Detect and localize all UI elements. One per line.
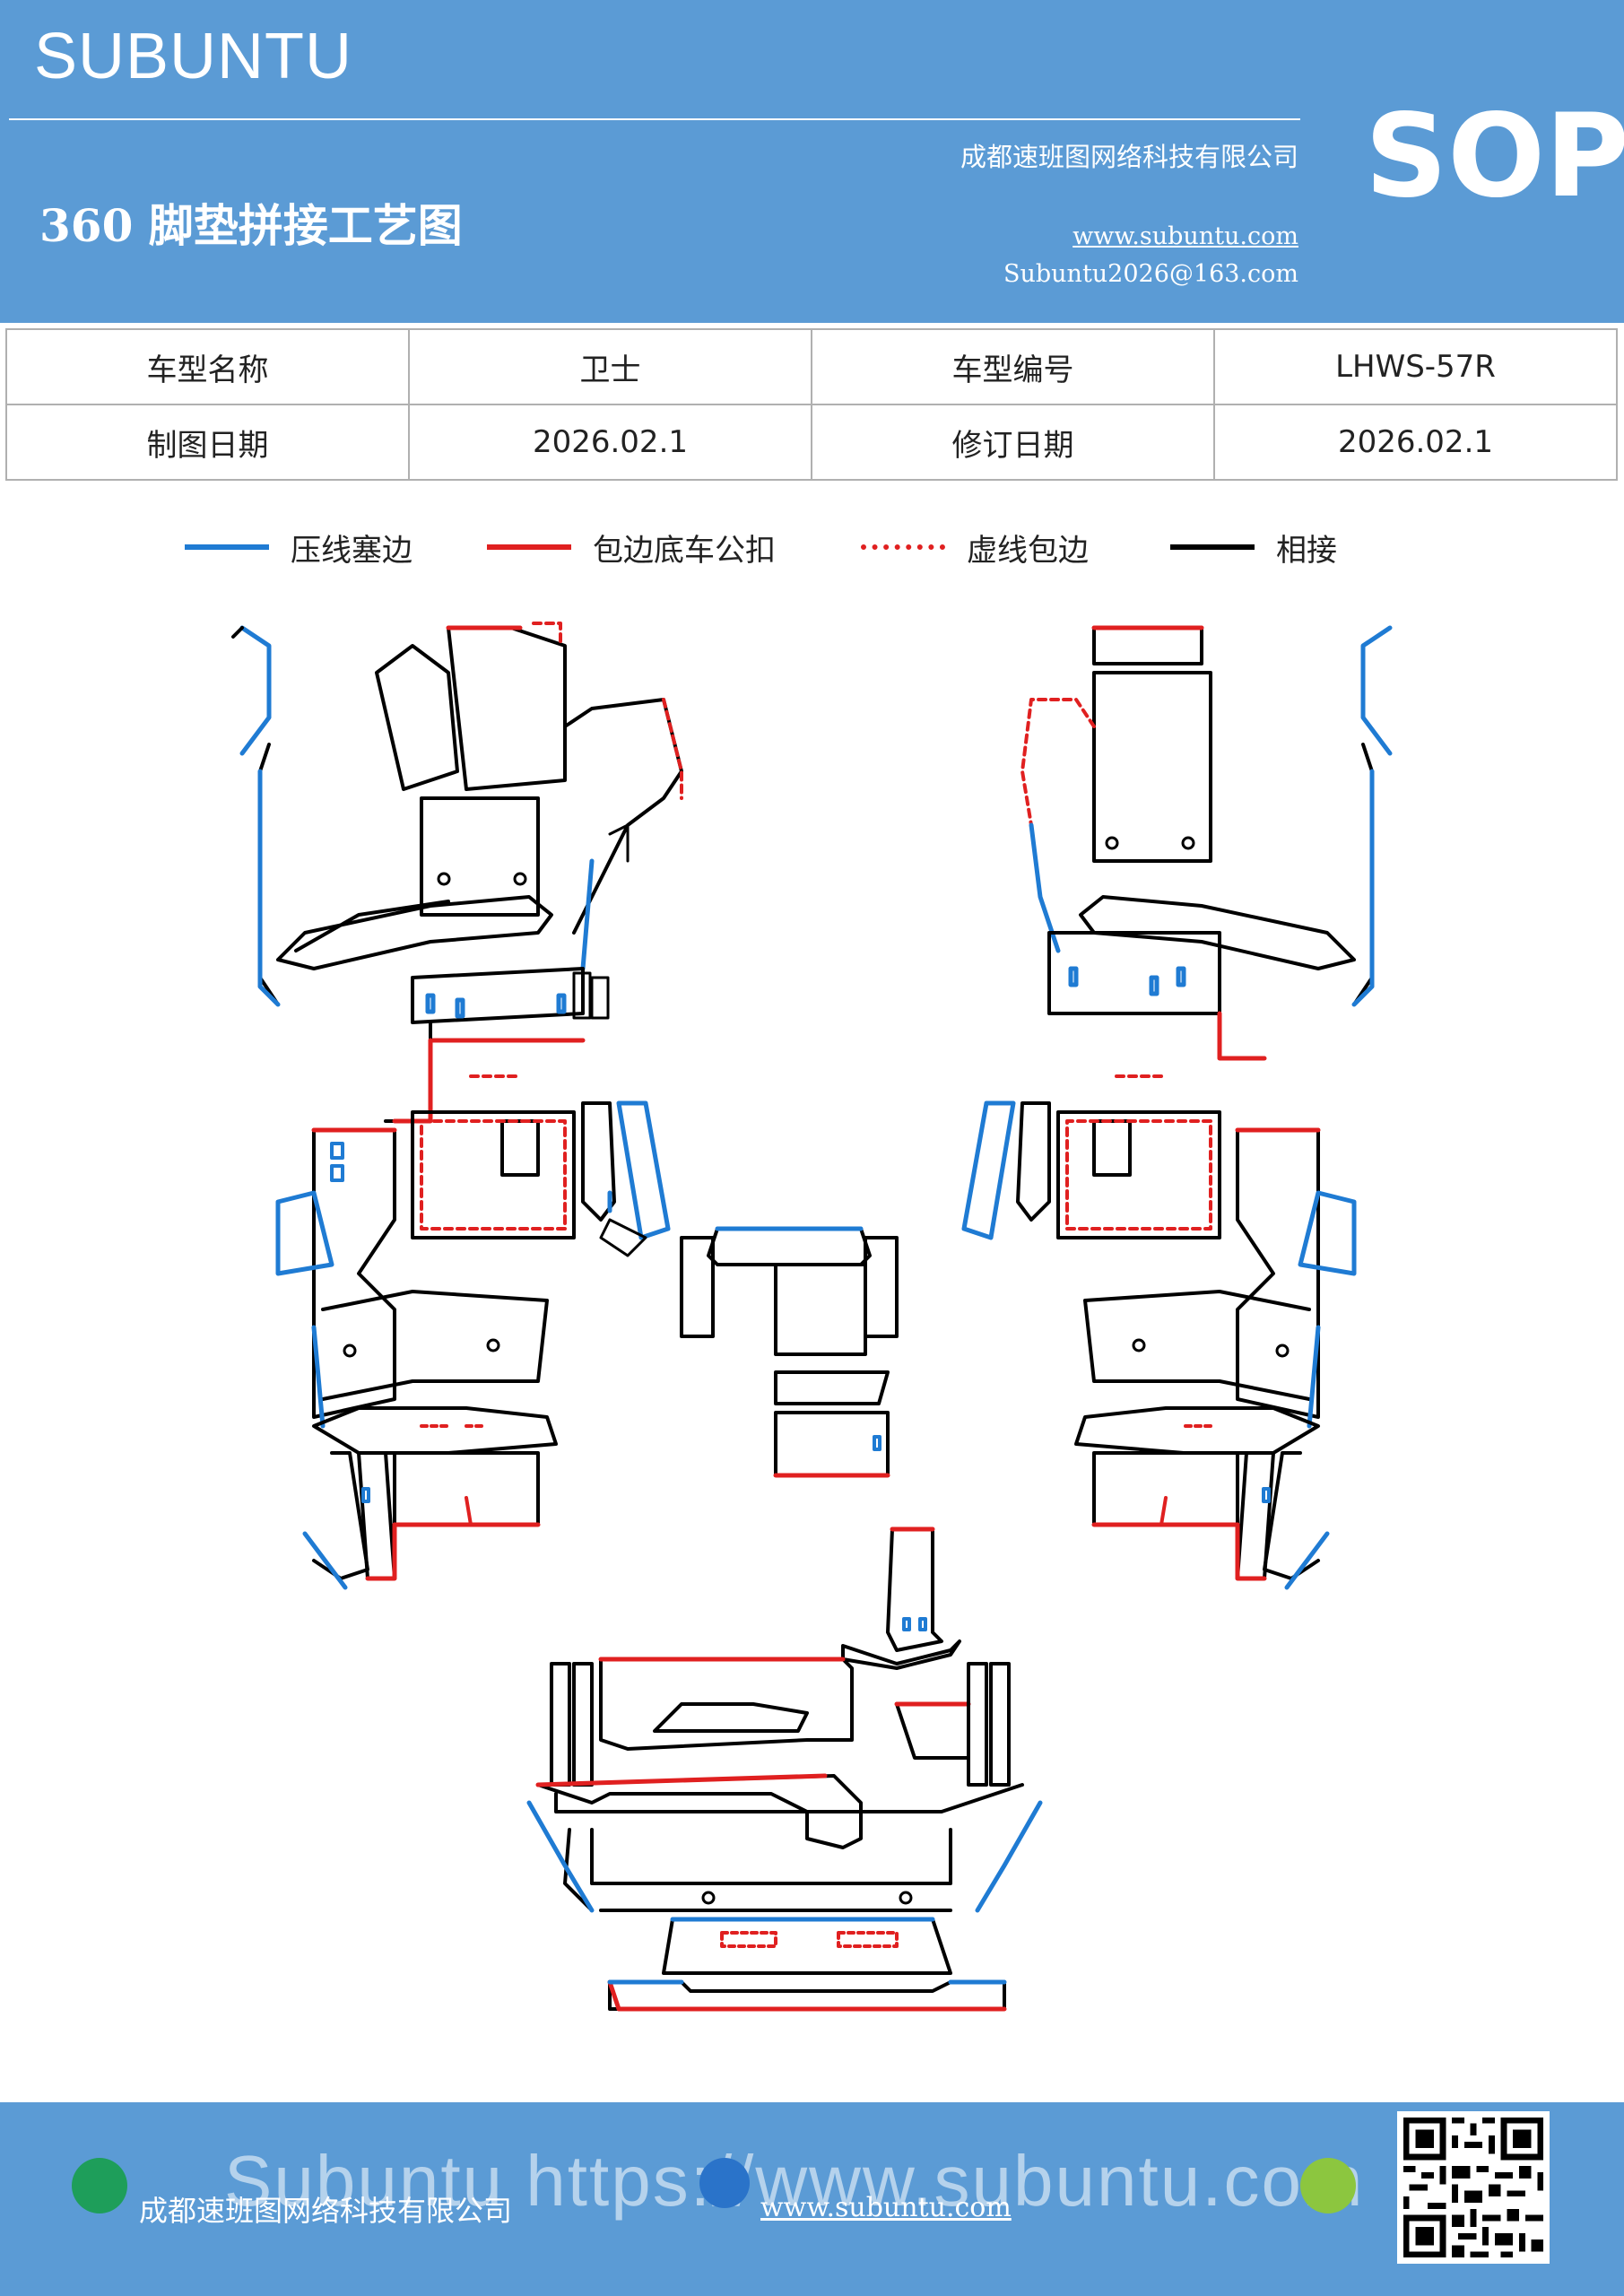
model-code-value: LHWS-57R <box>1213 328 1618 405</box>
legend-swatch-blue <box>185 544 269 550</box>
legend-item-black: 相接 <box>1170 527 1337 569</box>
qr-code-icon <box>1397 2111 1550 2264</box>
draw-date-value: 2026.02.1 <box>408 404 812 481</box>
table-row: 制图日期 2026.02.1 修订日期 2026.02.1 <box>5 404 1618 481</box>
mat-lower-right <box>1091 1451 1330 1590</box>
header-divider <box>9 118 1300 120</box>
legend-item-red: 包边底车公扣 <box>487 527 776 569</box>
footer-banner: Subuntu https://www.subuntu.com 成都速班图网络科… <box>0 2102 1624 2296</box>
info-table: 车型名称 卫士 车型编号 LHWS-57R 制图日期 2026.02.1 修订日… <box>5 328 1618 481</box>
legend-item-red-dashed: 虚线包边 <box>861 527 1089 569</box>
mat-front-right <box>1020 625 1393 1061</box>
legend-swatch-red <box>487 544 571 550</box>
mat-center-tunnel <box>680 1226 899 1478</box>
footer-website-link[interactable]: www.subuntu.com <box>760 2192 1012 2223</box>
mat-middle-left <box>275 1074 671 1455</box>
globe-icon <box>699 2158 750 2208</box>
header-website-link[interactable]: www.subuntu.com <box>1073 222 1298 250</box>
legend-item-blue: 压线塞边 <box>185 527 413 569</box>
floor-mat-diagram <box>231 622 1393 2012</box>
model-name-value: 卫士 <box>408 328 812 405</box>
mat-rear-cargo <box>526 1526 1043 2012</box>
legend: 压线塞边 包边底车公扣 虚线包边 相接 <box>0 520 1624 574</box>
draw-date-label: 制图日期 <box>5 404 410 481</box>
footer-watermark: Subuntu https://www.subuntu.com <box>224 2141 1365 2221</box>
sop-label: SOP <box>1365 90 1624 223</box>
header-email: Subuntu2026@163.com <box>1003 260 1298 288</box>
revise-date-label: 修订日期 <box>811 404 1215 481</box>
mat-middle-right <box>961 1074 1357 1455</box>
model-name-label: 车型名称 <box>5 328 410 405</box>
legend-label: 压线塞边 <box>291 532 413 569</box>
model-code-label: 车型编号 <box>811 328 1215 405</box>
legend-swatch-black <box>1170 544 1255 550</box>
footer-company: 成都速班图网络科技有限公司 <box>139 2194 513 2228</box>
table-row: 车型名称 卫士 车型编号 LHWS-57R <box>5 328 1618 405</box>
building-icon <box>72 2158 127 2213</box>
page-title: 360 脚垫拼接工艺图 <box>39 199 463 252</box>
mat-lower-left <box>302 1451 541 1590</box>
legend-label: 虚线包边 <box>967 532 1089 569</box>
legend-label: 相接 <box>1276 532 1337 569</box>
header-banner: SUBUNTU 成都速班图网络科技有限公司 360 脚垫拼接工艺图 www.su… <box>0 0 1624 323</box>
legend-label: 包边底车公扣 <box>593 532 776 569</box>
mat-front-left <box>231 622 683 1124</box>
header-company: 成都速班图网络科技有限公司 <box>960 142 1298 172</box>
wechat-icon <box>1300 2158 1356 2213</box>
brand-logo: SUBUNTU <box>34 21 353 92</box>
legend-swatch-red-dashed <box>861 544 945 550</box>
revise-date-value: 2026.02.1 <box>1213 404 1618 481</box>
